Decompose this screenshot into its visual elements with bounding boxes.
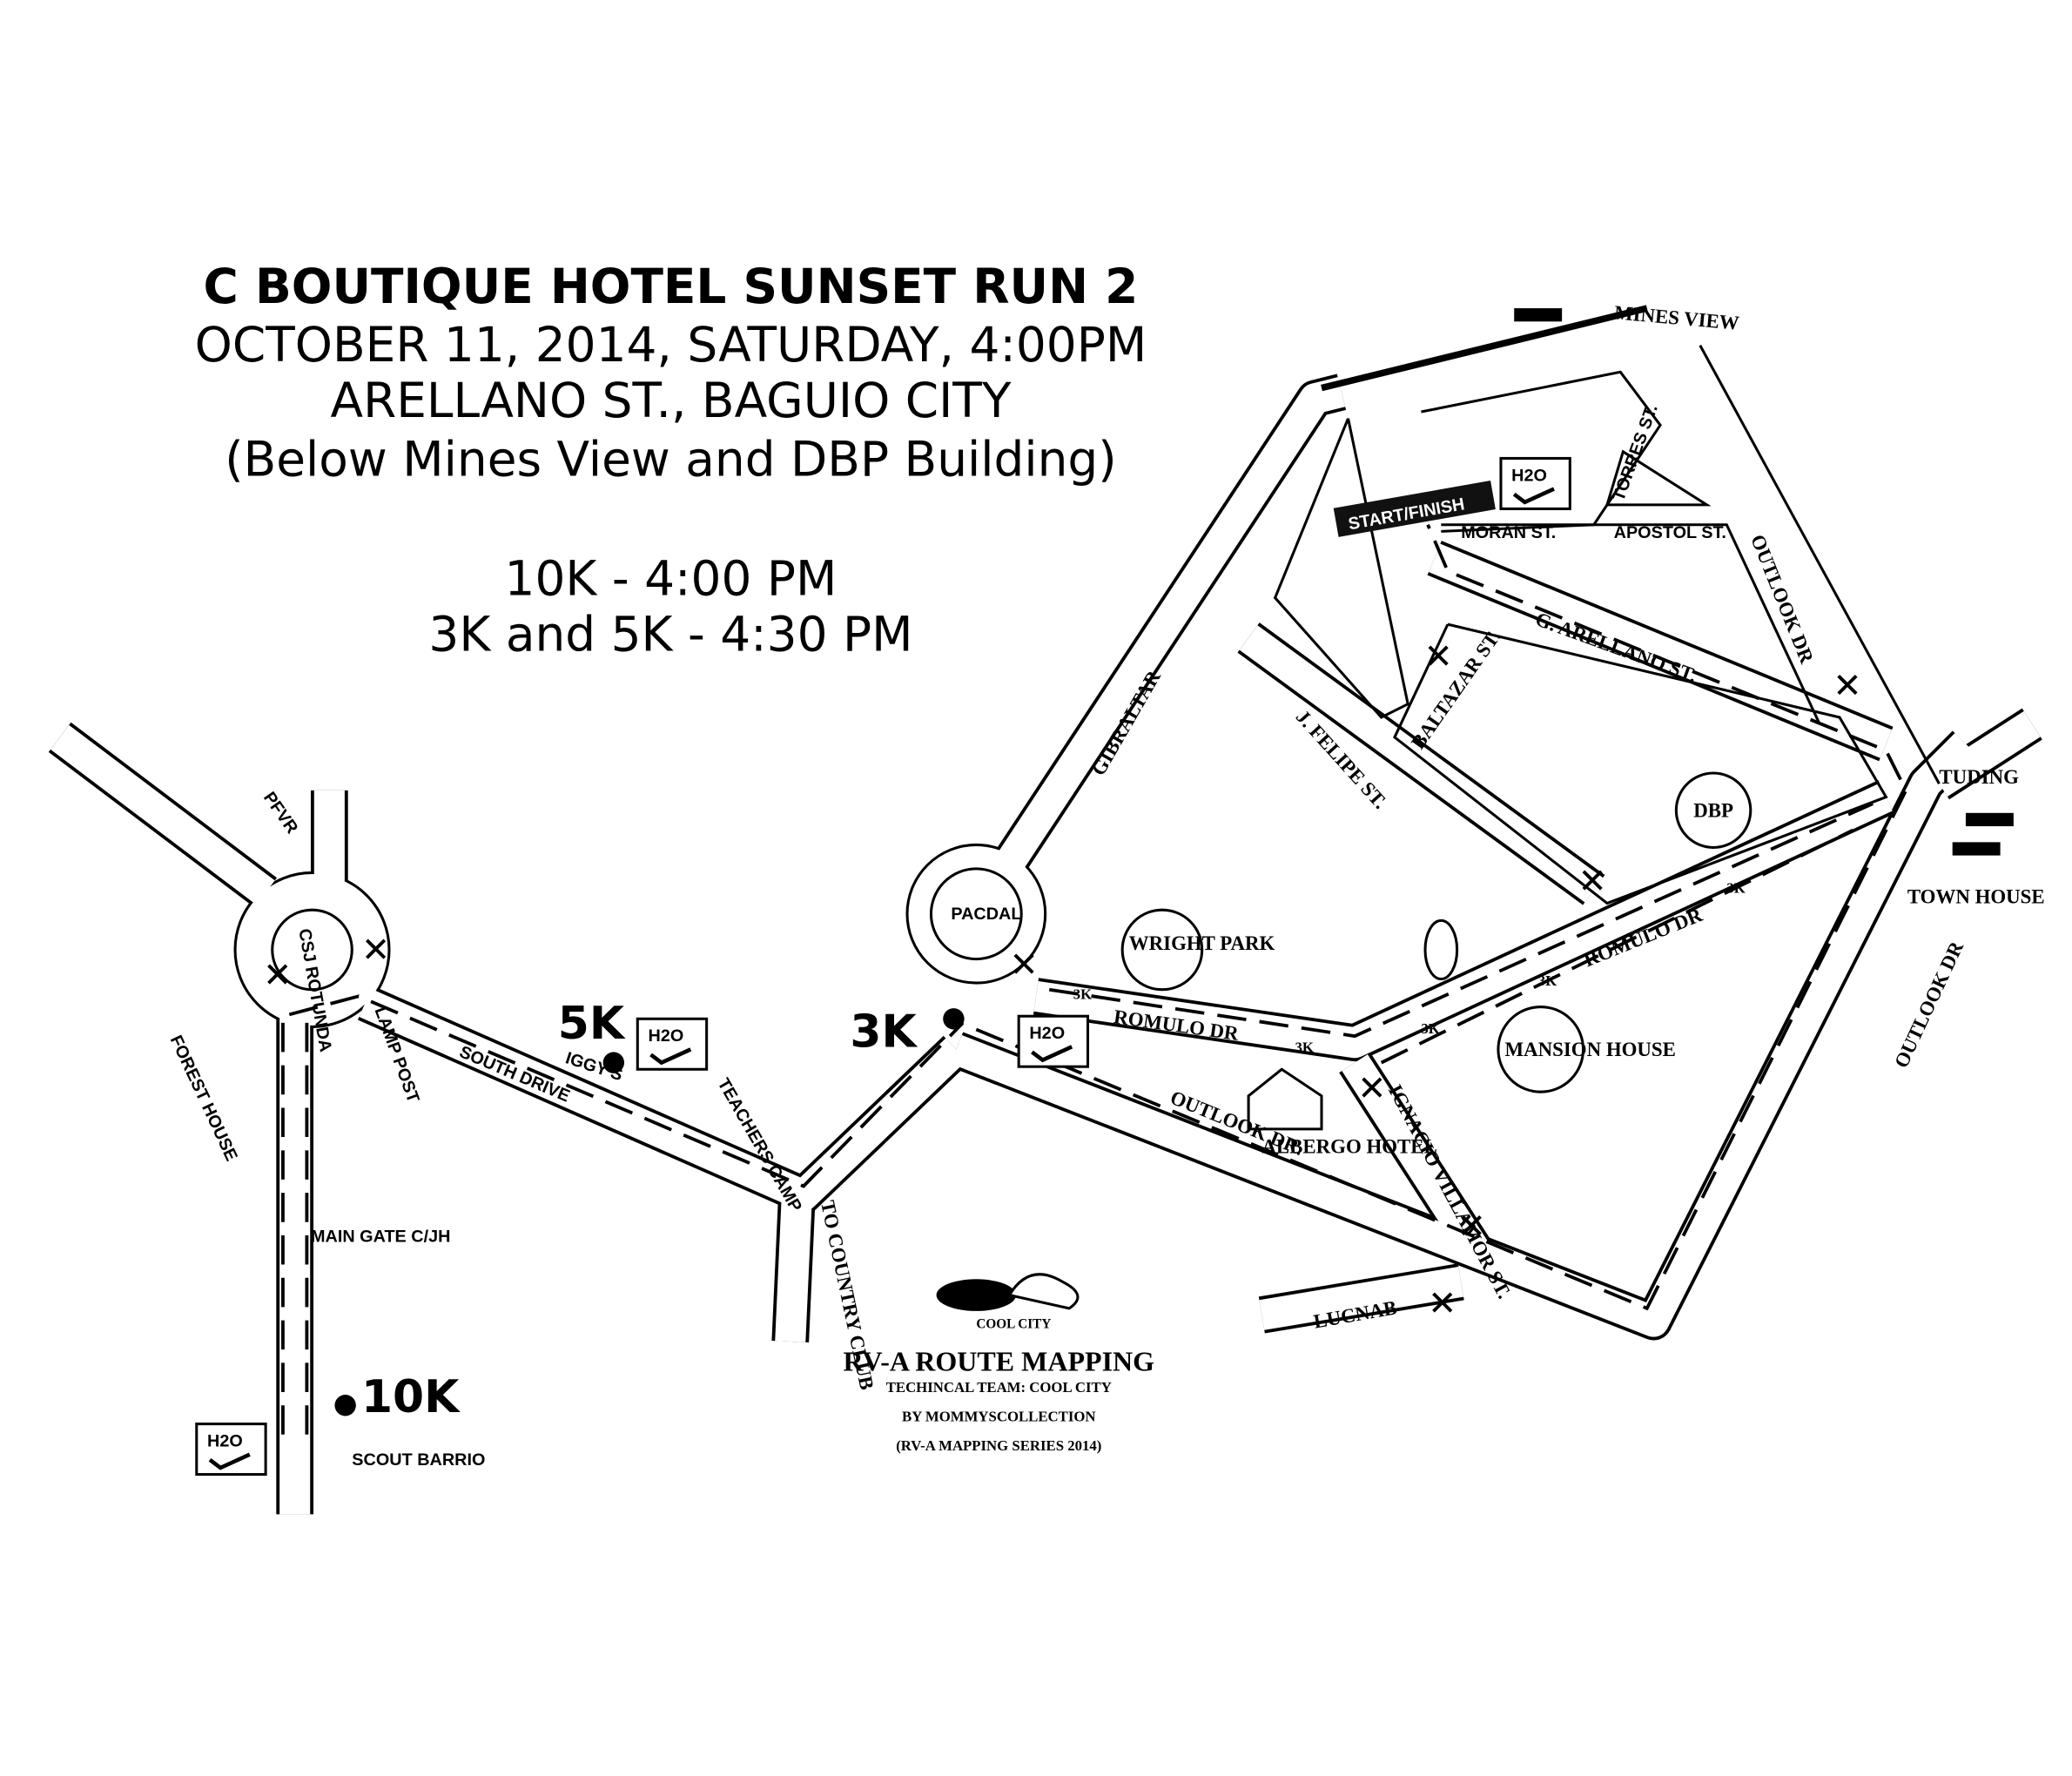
cool-city-logo: COOL CITY <box>936 1273 1080 1332</box>
credits-title: RV-A ROUTE MAPPING <box>844 1346 1155 1377</box>
svg-text:✕: ✕ <box>1833 666 1861 706</box>
svg-text:✕: ✕ <box>263 956 292 996</box>
label-outlook-dr-3: OUTLOOK DR <box>1890 938 1968 1071</box>
credits-block: COOL CITY RV-A ROUTE MAPPING TECHINCAL T… <box>844 1273 1155 1454</box>
turnaround-3k-label: 3K <box>850 1006 918 1058</box>
svg-text:3K: 3K <box>1073 986 1092 1002</box>
turnaround-3k-dot <box>943 1008 965 1030</box>
svg-text:✕: ✕ <box>1578 861 1606 901</box>
turnaround-5k-label: 5K <box>558 998 626 1050</box>
turnaround-10k-dot <box>334 1395 356 1416</box>
road-closure-marks: ✕✕ ✕✕ ✕✕ ✕✕ ✕ <box>263 637 1862 1324</box>
label-scout-barrio: SCOUT BARRIO <box>352 1450 485 1470</box>
check-icon <box>1512 487 1555 505</box>
label-albergo: ALBERGO HOTEL <box>1261 1135 1436 1157</box>
check-icon <box>208 1452 251 1470</box>
label-mansion-house: MANSION HOUSE <box>1505 1039 1676 1060</box>
svg-text:H2O: H2O <box>1511 466 1547 485</box>
label-main-gate: MAIN GATE C/JH <box>311 1228 450 1247</box>
building-icons <box>1514 308 2014 856</box>
event-date: OCTOBER 11, 2014, SATURDAY, 4:00PM <box>195 317 1147 373</box>
event-venue: ARELLANO ST., BAGUIO CITY <box>331 373 1012 428</box>
event-title: C BOUTIQUE HOTEL SUNSET RUN 2 <box>204 259 1139 314</box>
map-title-block: C BOUTIQUE HOTEL SUNSET RUN 2 OCTOBER 11… <box>195 259 1147 663</box>
label-pfvr: PFVR <box>259 789 301 838</box>
roads <box>48 305 2042 1515</box>
svg-text:3K: 3K <box>1726 879 1745 896</box>
credits-team: TECHINCAL TEAM: COOL CITY <box>886 1379 1112 1396</box>
credits-by: BY MOMMYSCOLLECTION <box>902 1409 1095 1425</box>
event-venue-note: (Below Mines View and DBP Building) <box>225 431 1117 487</box>
water-station-3k: H2O <box>1017 1014 1090 1068</box>
svg-text:✕: ✕ <box>1009 945 1038 985</box>
svg-text:H2O: H2O <box>649 1026 684 1046</box>
svg-text:3K: 3K <box>1421 1020 1439 1037</box>
schedule-3k-5k: 3K and 5K - 4:30 PM <box>428 607 912 663</box>
label-pacdal: PACDAL <box>951 905 1021 924</box>
label-forest-house: FOREST HOUSE <box>166 1033 241 1164</box>
credits-series: (RV-A MAPPING SERIES 2014) <box>896 1437 1101 1454</box>
label-mines-view: MINES VIEW <box>1613 301 1740 333</box>
check-icon <box>1031 1045 1073 1063</box>
label-baltazar: BALTAZAR ST. <box>1407 626 1505 753</box>
svg-text:COOL CITY: COOL CITY <box>976 1317 1051 1332</box>
svg-text:✕: ✕ <box>1357 1068 1386 1108</box>
turnaround-10k-label: 10K <box>361 1371 461 1423</box>
route-3k-marks: 3K 3K 3K 3K 3K <box>1073 879 1746 1055</box>
svg-text:✕: ✕ <box>1423 637 1452 677</box>
label-torres: TORRES ST. <box>1609 402 1661 504</box>
water-station-5k: H2O <box>636 1017 709 1071</box>
schedule-10k: 10K - 4:00 PM <box>505 551 838 607</box>
svg-text:H2O: H2O <box>207 1432 243 1451</box>
svg-text:3K: 3K <box>1538 972 1557 989</box>
svg-text:3K: 3K <box>1295 1039 1313 1055</box>
label-apostol: APOSTOL ST. <box>1614 523 1726 542</box>
turnaround-5k-dot <box>602 1052 625 1073</box>
race-route <box>281 523 1908 1435</box>
svg-text:H2O: H2O <box>1029 1024 1065 1043</box>
markers: START/FINISH H2O H2O H2O H2O 5K 3K 10K <box>195 456 1862 1477</box>
label-town-house: TOWN HOUSE <box>1907 886 2045 908</box>
svg-text:✕: ✕ <box>1457 1207 1486 1247</box>
albergo-hotel-icon <box>1247 1067 1323 1131</box>
svg-text:✕: ✕ <box>1428 1283 1456 1323</box>
svg-text:✕: ✕ <box>361 931 390 971</box>
label-moran: MORAN ST. <box>1461 523 1556 542</box>
water-station-10k: H2O <box>195 1423 267 1477</box>
label-dbp: DBP <box>1693 799 1733 821</box>
label-tuding: TUDING <box>1939 766 2019 788</box>
label-wright-park: WRIGHT PARK <box>1129 932 1275 954</box>
check-icon <box>649 1047 692 1066</box>
water-station-start: H2O <box>1499 456 1571 510</box>
